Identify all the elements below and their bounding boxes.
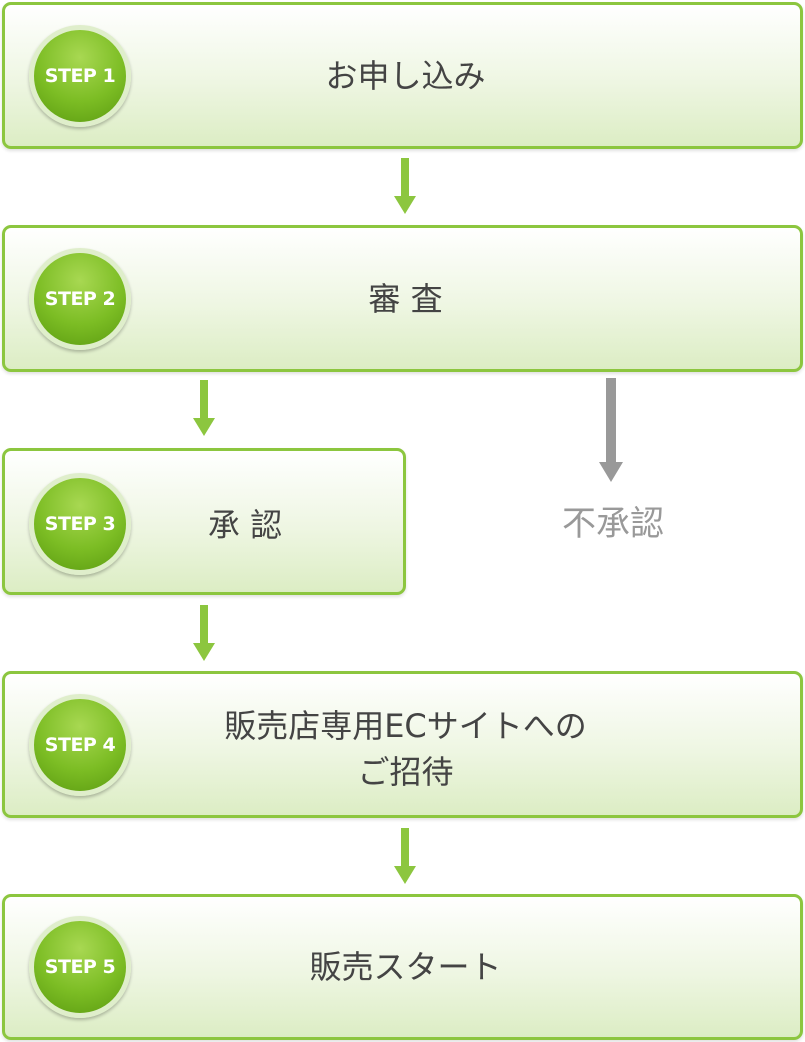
step-1-box: STEP 1 お申し込み bbox=[2, 2, 803, 149]
reject-text: 不承認 bbox=[562, 504, 664, 544]
step-3-badge: STEP 3 bbox=[29, 473, 131, 575]
arrow-step3-to-step4 bbox=[193, 605, 215, 661]
step-4-text-line2: ご招待 bbox=[357, 753, 454, 791]
step-3-text: 承 認 bbox=[207, 506, 283, 544]
step-4-box: STEP 4 販売店専用ECサイトへの ご招待 bbox=[2, 671, 803, 818]
step-2-badge-label: STEP 2 bbox=[44, 288, 116, 310]
step-1-text: お申し込み bbox=[325, 57, 486, 95]
step-3-badge-label: STEP 3 bbox=[44, 513, 116, 535]
step-5-text: 販売スタート bbox=[309, 948, 502, 986]
step-5-box: STEP 5 販売スタート bbox=[2, 894, 803, 1040]
step-5-badge: STEP 5 bbox=[29, 916, 131, 1018]
arrow-step2-to-reject bbox=[599, 378, 623, 482]
step-3-box: STEP 3 承 認 bbox=[2, 448, 406, 595]
step-2-text: 審 査 bbox=[368, 280, 443, 318]
step-4-text-line1: 販売店専用ECサイトへの bbox=[224, 707, 587, 745]
step-1-badge: STEP 1 bbox=[29, 25, 131, 127]
step-2-badge: STEP 2 bbox=[29, 248, 131, 350]
step-4-badge-label: STEP 4 bbox=[44, 734, 116, 756]
arrow-step4-to-step5 bbox=[394, 828, 416, 884]
step-1-badge-label: STEP 1 bbox=[44, 65, 116, 87]
step-5-badge-label: STEP 5 bbox=[44, 956, 116, 978]
step-2-box: STEP 2 審 査 bbox=[2, 225, 803, 372]
arrow-step1-to-step2 bbox=[394, 158, 416, 214]
arrow-step2-to-step3 bbox=[193, 380, 215, 436]
step-4-badge: STEP 4 bbox=[29, 694, 131, 796]
